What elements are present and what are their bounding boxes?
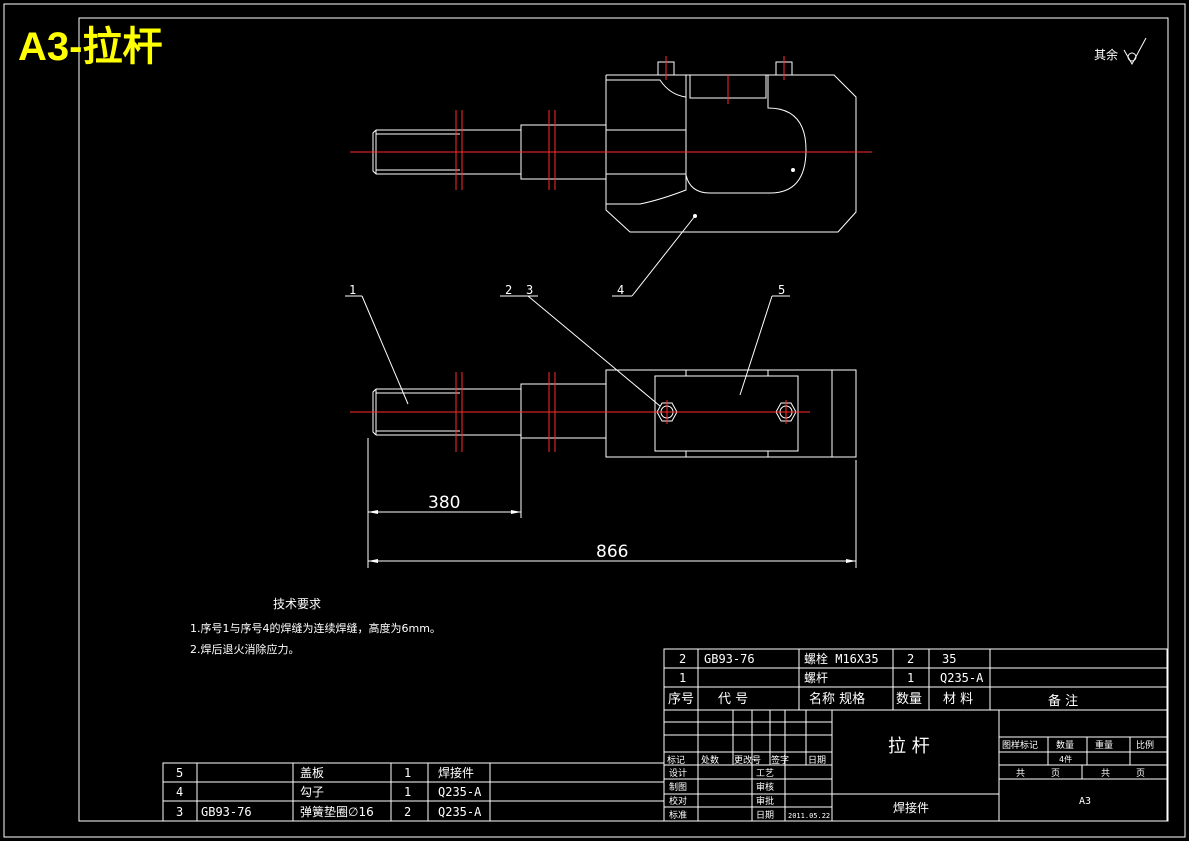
sheet-title: A3-拉杆	[18, 25, 162, 69]
tech-req-item-1: 1.序号1与序号4的焊缝为连续焊缝，高度为6mm。	[190, 621, 441, 635]
sheets-page: 页	[1051, 768, 1060, 779]
tech-req-heading: 技术要求	[273, 597, 321, 611]
bomL-row3-qty: 2	[404, 805, 411, 819]
bom-row1-code: GB93-76	[704, 652, 755, 666]
part-type: 焊接件	[893, 800, 929, 815]
bom-row2-name: 螺杆	[804, 671, 828, 685]
balloon-5: 5	[778, 283, 785, 297]
bomL-row1-qty: 1	[404, 766, 411, 780]
sign-header-date: 日期	[808, 755, 826, 766]
role-review: 审核	[756, 781, 774, 793]
bom-header-no: 序号	[668, 692, 694, 707]
bomL-row2-name: 勾子	[300, 785, 324, 799]
role-standard: 标准	[669, 809, 687, 821]
bom-row2-qty: 1	[907, 671, 914, 685]
bomL-row2-qty: 1	[404, 785, 411, 799]
bom-header-material: 材 料	[943, 692, 973, 707]
role-date: 日期	[756, 810, 774, 821]
dimension-380: 380	[428, 493, 460, 513]
roughness-symbol-icon	[1123, 37, 1147, 66]
tech-req-item-2: 2.焊后退火消除应力。	[190, 642, 300, 656]
balloon-2: 2	[505, 283, 512, 297]
role-approve: 审批	[756, 795, 774, 807]
role-process: 工艺	[756, 768, 774, 779]
bom-row1-qty: 2	[907, 652, 914, 666]
role-design: 设计	[669, 767, 687, 779]
bom-header-qty: 数量	[896, 692, 922, 707]
outer-border	[3, 3, 1186, 838]
roughness-note: 其余	[1094, 47, 1118, 62]
sign-header-count: 处数	[701, 754, 719, 766]
top-view	[350, 56, 872, 233]
info-quantity: 4件	[1059, 754, 1072, 764]
bom-row2-no: 1	[679, 671, 686, 685]
info-header-qty: 数量	[1056, 739, 1074, 751]
bomL-row2-material: Q235-A	[438, 785, 482, 799]
bomL-row1-no: 5	[176, 766, 183, 780]
dimension-866: 866	[596, 542, 628, 562]
bomL-row1-name: 盖板	[300, 766, 324, 780]
part-name: 拉 杆	[888, 736, 930, 757]
front-view	[350, 369, 857, 458]
sign-header-change: 更改号	[734, 754, 761, 766]
bomL-row3-no: 3	[176, 805, 183, 819]
sign-header-sign: 签字	[771, 754, 789, 766]
sheets-total: 共	[1016, 768, 1025, 779]
info-header-weight: 重量	[1095, 739, 1113, 751]
bomL-row3-name: 弹簧垫圈∅16	[300, 804, 374, 819]
sheet-no: 共	[1101, 768, 1110, 779]
bom-row1-no: 2	[679, 652, 686, 666]
drawing-date: 2011.05.22	[788, 812, 830, 820]
sign-header-mark: 标记	[667, 754, 685, 766]
balloon-3: 3	[526, 283, 533, 297]
balloon-4: 4	[617, 283, 624, 297]
bom-left-grid	[162, 762, 665, 822]
info-header-scale: 比例	[1136, 739, 1154, 751]
sheet-format: A3	[1079, 796, 1091, 807]
bom-row1-name: 螺栓 M16X35	[804, 651, 879, 666]
bom-header-note: 备 注	[1048, 693, 1078, 709]
leaders	[345, 215, 790, 407]
balloon-1: 1	[349, 283, 356, 297]
bom-header-name: 名称 规格	[809, 691, 865, 707]
bom-row1-material: 35	[942, 652, 956, 666]
bom-row2-material: Q235-A	[940, 671, 984, 685]
bom-top-grid	[663, 648, 1168, 822]
bomL-row3-code: GB93-76	[201, 805, 252, 819]
bomL-row3-material: Q235-A	[438, 805, 482, 819]
bomL-row1-material: 焊接件	[438, 765, 474, 780]
dimension-lines	[367, 438, 857, 568]
role-check: 校对	[669, 795, 687, 807]
sheet-page2: 页	[1136, 768, 1145, 779]
info-header-mark: 图样标记	[1002, 739, 1038, 751]
inner-border	[78, 17, 1169, 822]
bomL-row2-no: 4	[176, 785, 183, 799]
role-drafting: 制图	[669, 781, 687, 793]
bom-header-code: 代 号	[718, 692, 748, 707]
